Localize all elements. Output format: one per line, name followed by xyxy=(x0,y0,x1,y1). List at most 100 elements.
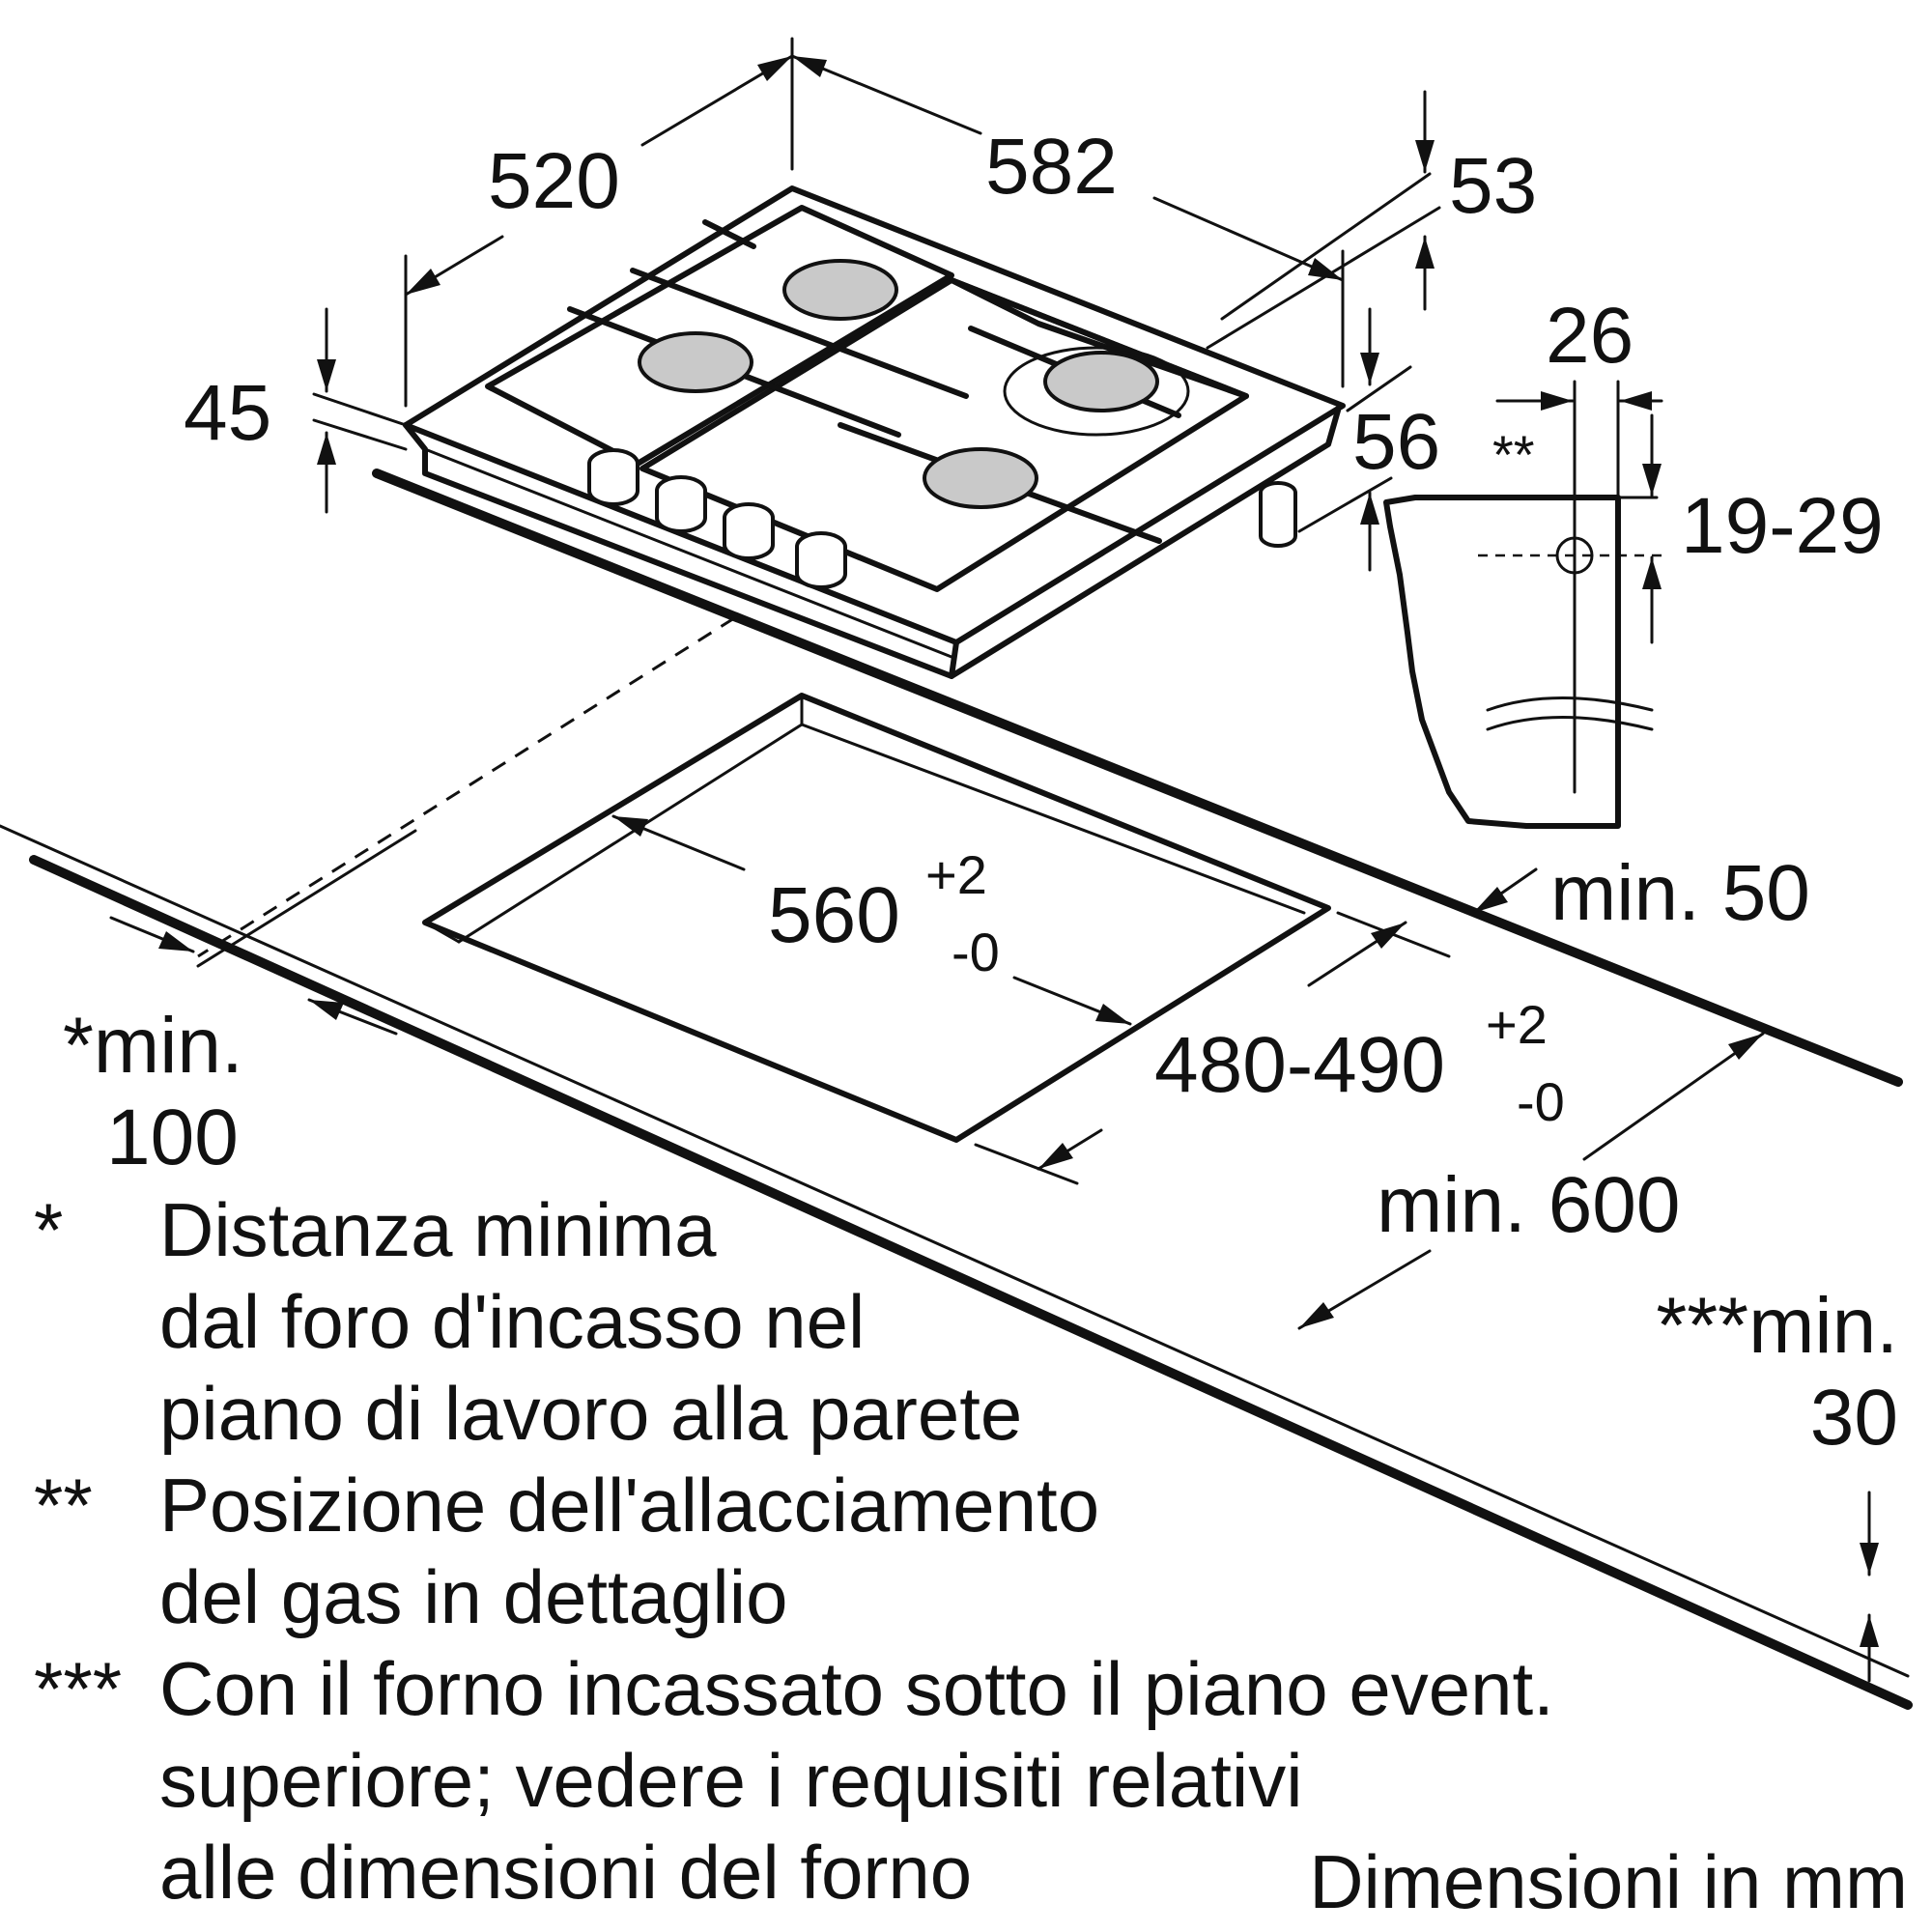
gas-marker: ** xyxy=(1492,424,1535,485)
note-line: piano di lavoro alla parete xyxy=(159,1371,1022,1456)
burner-front xyxy=(923,447,1038,509)
dim-cutout-width-tol-minus: -0 xyxy=(952,922,1000,982)
note-line: Posizione dell'allacciamento xyxy=(159,1463,1099,1548)
arrow-icon xyxy=(1308,258,1343,280)
arrow-icon xyxy=(1642,464,1662,496)
arrow-icon xyxy=(1642,557,1662,589)
arrow-icon xyxy=(1360,493,1379,525)
dim-width: 582 xyxy=(985,123,1118,211)
knob xyxy=(795,531,847,589)
countertop-front-edge xyxy=(29,855,1913,1710)
note-line: Distanza minima xyxy=(159,1187,717,1272)
countertop-back-wall-line xyxy=(372,469,1903,1087)
arrow-icon xyxy=(1299,1302,1334,1328)
extension-line-480 xyxy=(974,1143,1079,1185)
cutout-inner-left xyxy=(423,921,461,944)
burner-middle-left xyxy=(638,331,753,393)
footnotes: * Distanza minima dal foro d'incasso nel… xyxy=(34,1187,1908,1924)
arrow-icon xyxy=(1360,353,1379,384)
dimension-lines xyxy=(109,37,1879,1683)
note-line: alle dimensioni del forno xyxy=(159,1830,972,1915)
dim-cutout-depth-tol-minus: -0 xyxy=(1517,1071,1565,1132)
arrow-icon xyxy=(1095,1004,1130,1024)
cutout-outer xyxy=(422,693,1331,1143)
extension-line-min100 xyxy=(196,829,417,968)
extension-line-53 xyxy=(1220,172,1432,321)
arrow-icon xyxy=(1728,1034,1763,1060)
hob-front-bevel xyxy=(423,447,953,659)
wok-burner-ring xyxy=(1003,346,1190,437)
note-line: del gas in dettaglio xyxy=(159,1554,787,1639)
break-line xyxy=(1486,696,1654,712)
cutout xyxy=(197,616,1331,1143)
extension-line-45 xyxy=(312,392,408,427)
extension-line-45 xyxy=(312,418,408,451)
grate-left-back xyxy=(485,205,954,467)
dim-line-min600 xyxy=(1582,1032,1765,1161)
dim-depth: 520 xyxy=(488,137,620,225)
dim-height-total: 53 xyxy=(1449,142,1537,230)
hob-side-edges xyxy=(403,408,1341,679)
arrow-icon xyxy=(317,359,336,391)
arrow-icon xyxy=(1415,237,1435,269)
arrow-icon xyxy=(757,56,792,81)
grate-bar xyxy=(702,219,756,249)
dim-min-front: min. 600 xyxy=(1377,1161,1681,1249)
break-line xyxy=(1486,716,1654,731)
arrow-icon xyxy=(1620,391,1652,411)
dim-gas-range: 19-29 xyxy=(1681,482,1884,570)
grate-bar xyxy=(630,268,969,399)
extension-line-56 xyxy=(1346,365,1412,412)
dim-min-back: min. 50 xyxy=(1550,849,1810,937)
arrow-icon xyxy=(406,269,440,295)
dashed-projection-line xyxy=(197,616,735,958)
hob-front-corner xyxy=(949,639,959,679)
note-line: superiore; vedere i requisiti relativi xyxy=(159,1738,1303,1823)
arrow-icon xyxy=(317,433,336,465)
control-knobs xyxy=(587,448,847,589)
extension-line-56 xyxy=(1297,476,1393,533)
arrow-icon xyxy=(792,56,827,77)
arrow-icon xyxy=(1473,887,1508,913)
gas-connection-detail xyxy=(1383,380,1663,829)
arrow-icon xyxy=(1860,1615,1879,1647)
countertop xyxy=(0,469,1913,1710)
hob-top-plate xyxy=(403,185,1346,645)
dim-min-side-label: *min. xyxy=(63,1002,243,1090)
extension-line-53 xyxy=(1206,206,1441,350)
knob xyxy=(655,475,707,533)
dim-cutout-depth-tol-plus: +2 xyxy=(1486,994,1548,1055)
note-marker: * xyxy=(34,1187,63,1272)
arrow-icon xyxy=(309,1000,344,1020)
gas-detail-profile xyxy=(1383,495,1621,829)
dim-min-bottom-label: ***min. xyxy=(1656,1282,1898,1370)
dim-min-side-value: 100 xyxy=(106,1094,239,1181)
arrow-icon xyxy=(613,816,648,837)
gas-connector xyxy=(1259,481,1297,548)
units-label: Dimensioni in mm xyxy=(1309,1839,1908,1924)
dim-min-bottom-value: 30 xyxy=(1810,1374,1898,1462)
dimension-labels: 520 582 53 45 56 26 ** 19-29 560 +2 -0 4… xyxy=(63,123,1898,1462)
arrow-icon xyxy=(1038,1143,1073,1169)
arrow-icon xyxy=(1541,391,1573,411)
dim-right-height: 56 xyxy=(1352,398,1440,486)
dim-line-582 xyxy=(790,54,982,135)
arrow-icon xyxy=(1415,140,1435,172)
note-marker: ** xyxy=(34,1463,93,1548)
arrow-icon xyxy=(1371,923,1406,949)
burner-wok xyxy=(1043,351,1159,412)
dim-cutout-width: 560 xyxy=(768,871,900,959)
note-marker: *** xyxy=(34,1646,122,1731)
knob xyxy=(587,448,639,506)
knob xyxy=(723,502,775,560)
dim-cutout-depth: 480-490 xyxy=(1154,1021,1445,1109)
dim-gas-pipe-width: 26 xyxy=(1546,292,1634,380)
arrow-icon xyxy=(158,931,193,952)
gas-hob xyxy=(403,185,1346,679)
dim-cutout-width-tol-plus: +2 xyxy=(925,844,987,905)
dim-panel-height: 45 xyxy=(184,369,271,457)
dim-line-582 xyxy=(1152,196,1345,282)
burner-back-left xyxy=(782,259,898,321)
countertop-top-edge xyxy=(0,824,1910,1678)
